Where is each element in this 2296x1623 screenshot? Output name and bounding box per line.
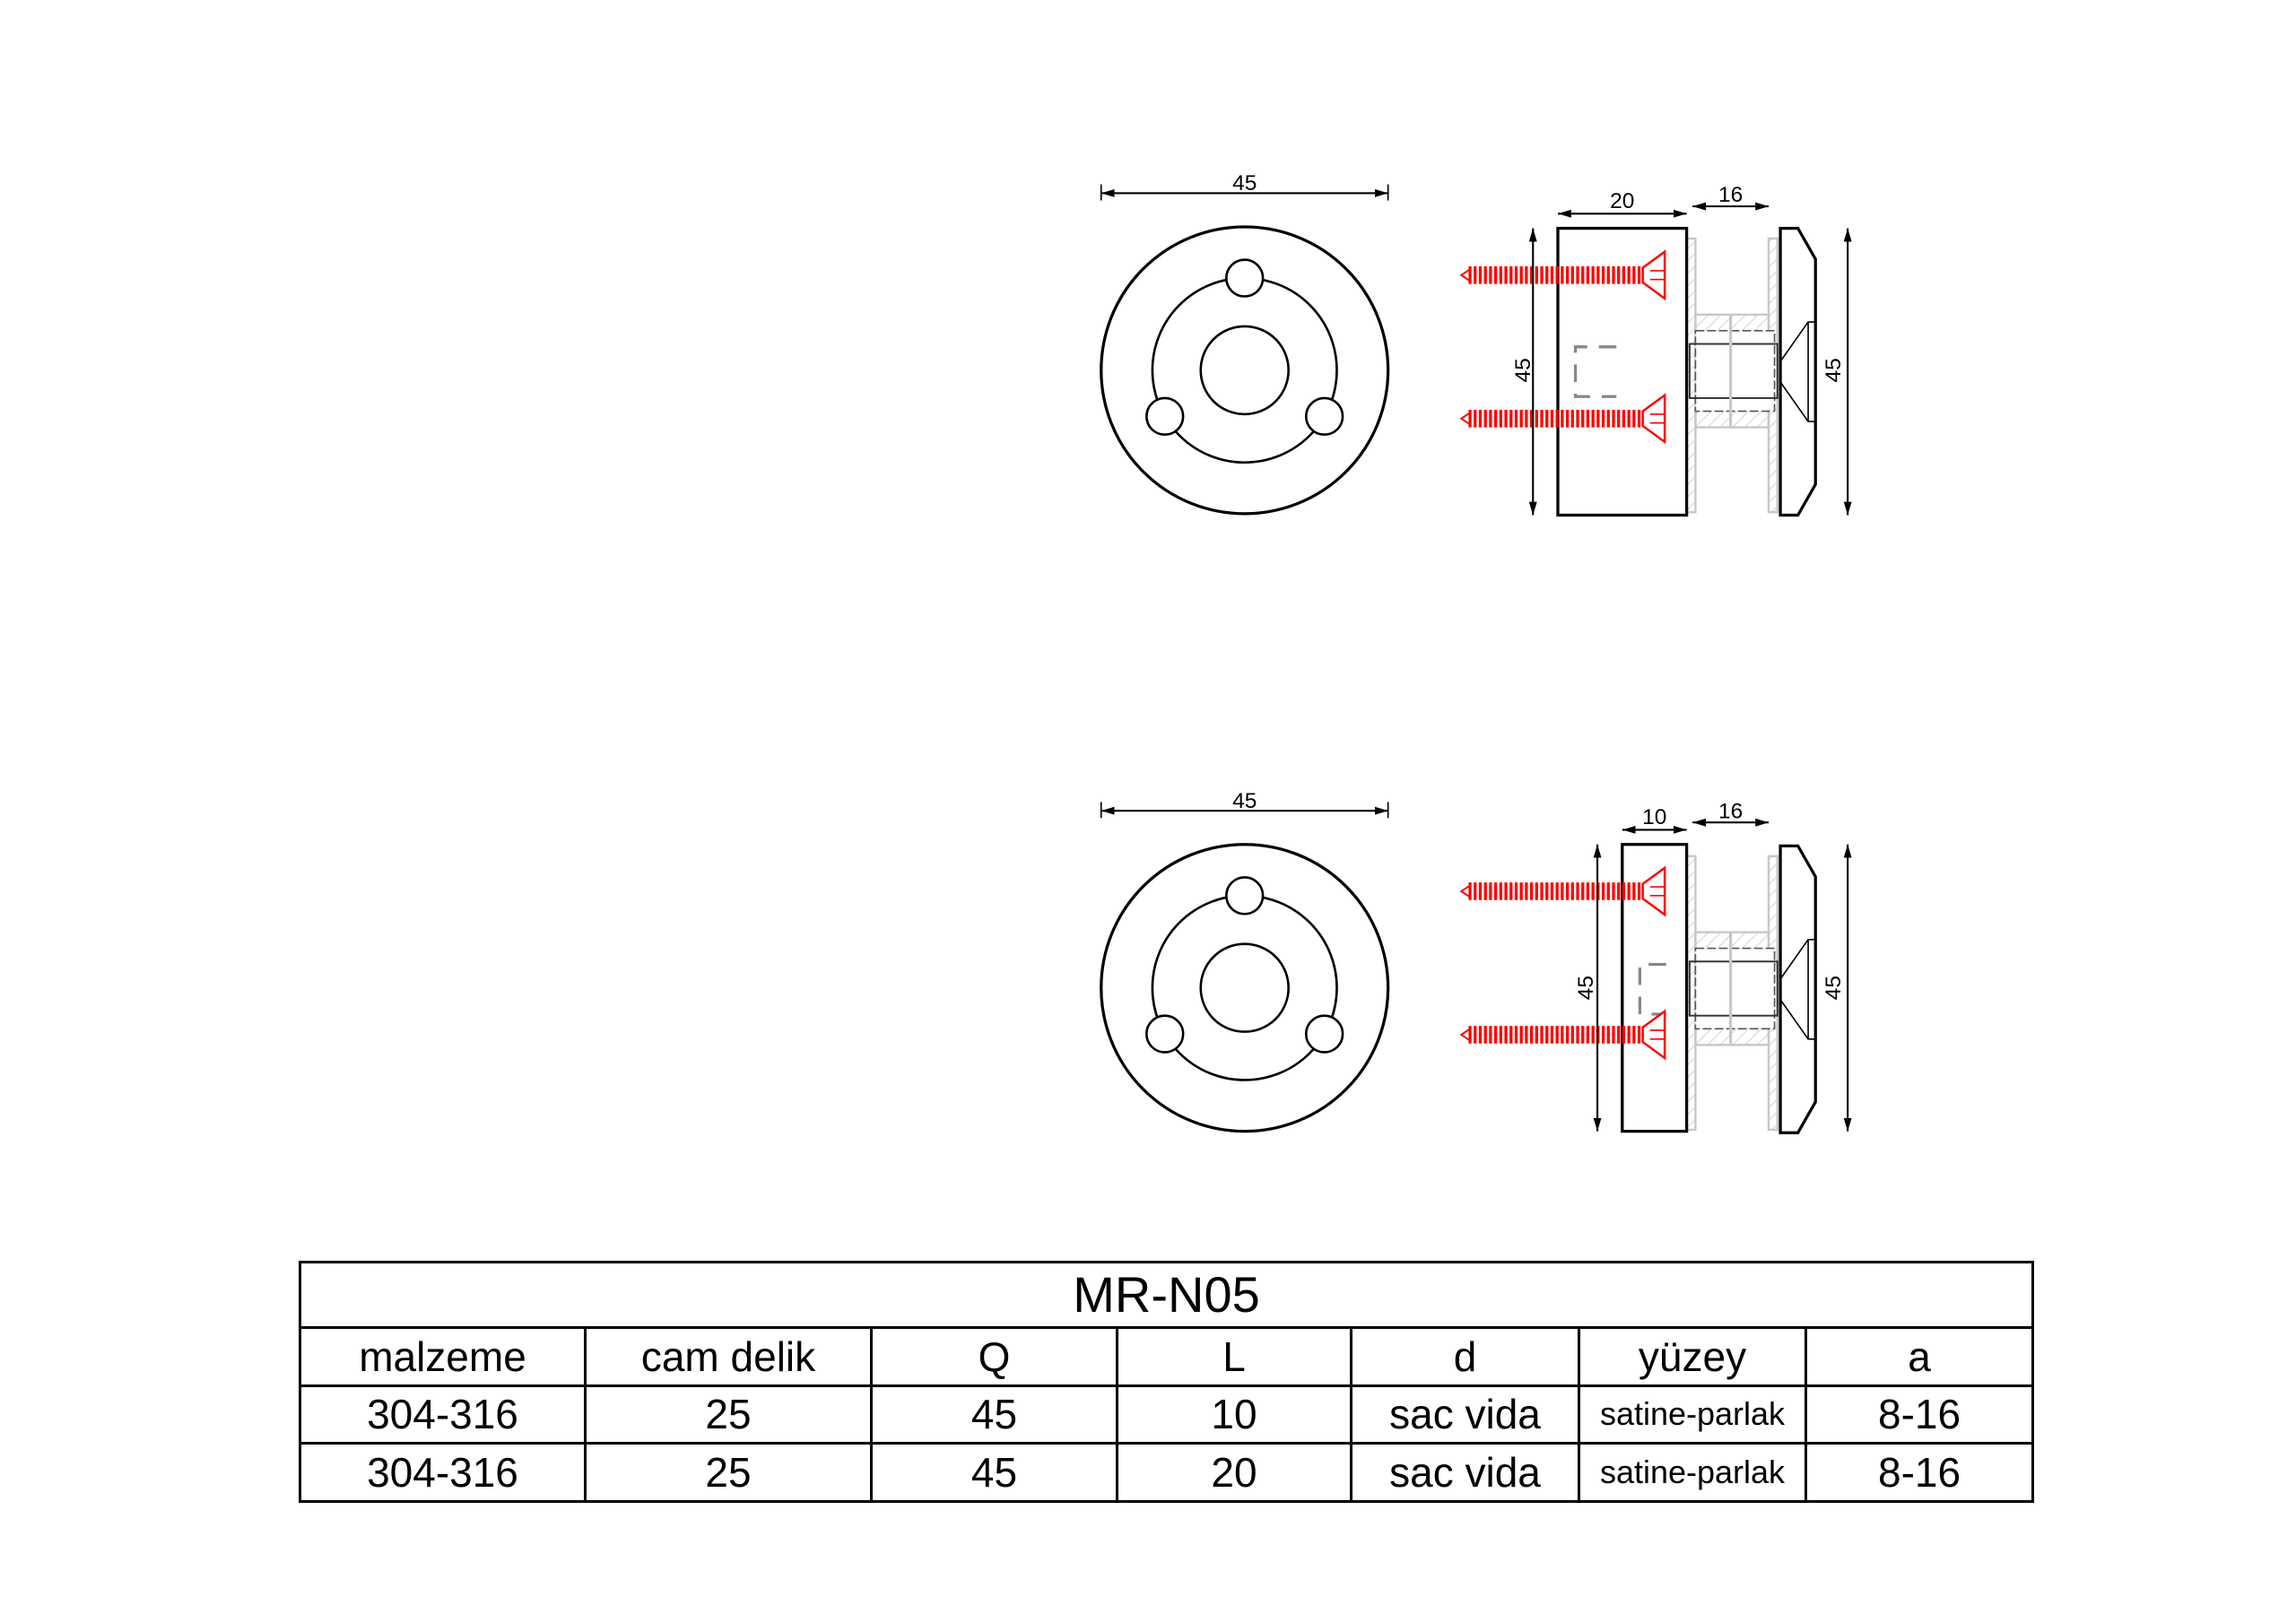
dim-spacer: 16 bbox=[1718, 799, 1743, 823]
dim-spacer: 16 bbox=[1718, 183, 1743, 207]
table-cell: 25 bbox=[584, 1384, 873, 1445]
table-cell: 304-316 bbox=[299, 1442, 587, 1503]
table-cell: 45 bbox=[870, 1384, 1118, 1445]
table-header-row: malzeme cam delik Q L d yüzey a bbox=[299, 1326, 2035, 1387]
table-cell: sac vida bbox=[1350, 1442, 1580, 1503]
table-cell: satine-parlak bbox=[1578, 1384, 1807, 1445]
front-view bbox=[1100, 843, 1390, 1133]
header-cell: Q bbox=[870, 1326, 1118, 1387]
table-cell: sac vida bbox=[1350, 1384, 1580, 1445]
dim-height-right: 45 bbox=[1822, 358, 1846, 382]
header-cell: cam delik bbox=[584, 1326, 873, 1387]
side-view: 10 16 45 45 bbox=[1461, 799, 1852, 1134]
dim-height-right: 45 bbox=[1822, 976, 1846, 1000]
drawing-variant-20: 45 20 16 45 45 bbox=[1100, 171, 1852, 517]
table-cell: 45 bbox=[870, 1442, 1118, 1503]
table-cell: 8-16 bbox=[1804, 1442, 2035, 1503]
table-cell: 25 bbox=[584, 1442, 873, 1503]
table-title: MR-N05 bbox=[298, 1261, 2035, 1329]
drawing-variant-10: 45 10 16 45 45 bbox=[1100, 789, 1852, 1134]
header-cell: yüzey bbox=[1578, 1326, 1807, 1387]
dim-front-width: 45 bbox=[1232, 171, 1257, 195]
side-view: 20 16 45 45 bbox=[1461, 183, 1852, 517]
header-cell: malzeme bbox=[299, 1326, 587, 1387]
front-view bbox=[1100, 225, 1390, 516]
dim-height-left: 45 bbox=[1511, 358, 1535, 382]
table-cell: satine-parlak bbox=[1578, 1442, 1807, 1503]
spec-table: MR-N05 malzeme cam delik Q L d yüzey a 3… bbox=[298, 1261, 2035, 1503]
table-row: 304-316 25 45 20 sac vida satine-parlak … bbox=[299, 1442, 2035, 1503]
dim-height-left: 45 bbox=[1574, 976, 1598, 1000]
table-cell: 304-316 bbox=[299, 1384, 587, 1445]
dim-body-length: 20 bbox=[1610, 189, 1634, 213]
table-cell: 10 bbox=[1116, 1384, 1352, 1445]
table-cell: 8-16 bbox=[1804, 1384, 2035, 1445]
table-cell: 20 bbox=[1116, 1442, 1352, 1503]
header-cell: d bbox=[1350, 1326, 1580, 1387]
table-row: 304-316 25 45 10 sac vida satine-parlak … bbox=[299, 1384, 2035, 1445]
header-cell: a bbox=[1804, 1326, 2035, 1387]
dim-body-length: 10 bbox=[1642, 805, 1666, 829]
header-cell: L bbox=[1116, 1326, 1352, 1387]
dim-front-width: 45 bbox=[1232, 789, 1257, 813]
